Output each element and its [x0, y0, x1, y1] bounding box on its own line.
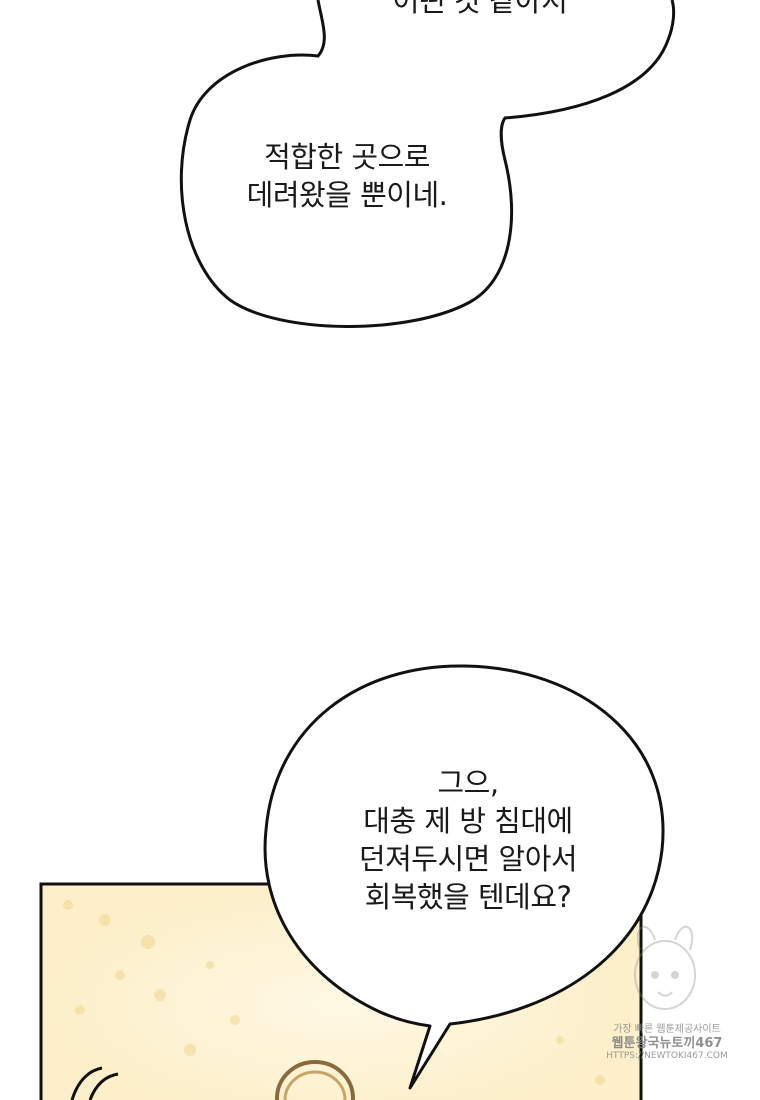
watermark-line-1: 가장 빠른 웹툰제공사이트	[613, 1024, 721, 1035]
bubble-2-text: 그으, 대충 제 방 침대에 던져두시면 알아서 회복했을 텐데요?	[318, 764, 618, 916]
site-watermark: 가장 빠른 웹툰제공사이트 웹툰왕국뉴토끼467 HTTPS://NEWTOKI…	[592, 1024, 742, 1062]
bubble-2-line-1: 그으,	[437, 766, 499, 800]
watermark-line-3: HTTPS://NEWTOKI467.COM	[606, 1051, 728, 1061]
bubble-top-line: 어떤 것 같아서	[392, 0, 568, 18]
bubble-top-text: 어떤 것 같아서	[330, 0, 630, 20]
speech-bubble-top-partial	[181, 0, 674, 327]
bubble-1-line-1: 적합한 곳으로	[264, 140, 430, 174]
bubble-1-line-2: 데려왔을 뿐이네.	[246, 178, 448, 212]
speech-bubble-top-outline	[179, 0, 676, 328]
bubble-2-line-4: 회복했을 텐데요?	[364, 880, 572, 914]
bubble-2-line-2: 대충 제 방 침대에	[363, 804, 573, 838]
watermark-mascot	[634, 925, 696, 1010]
speech-bubble-main	[263, 664, 665, 1090]
bubble-1-text: 적합한 곳으로 데려왔을 뿐이네.	[222, 138, 472, 214]
bubble-2-line-3: 던져두시면 알아서	[358, 842, 578, 876]
watermark-line-2: 웹툰왕국뉴토끼467	[611, 1036, 723, 1051]
